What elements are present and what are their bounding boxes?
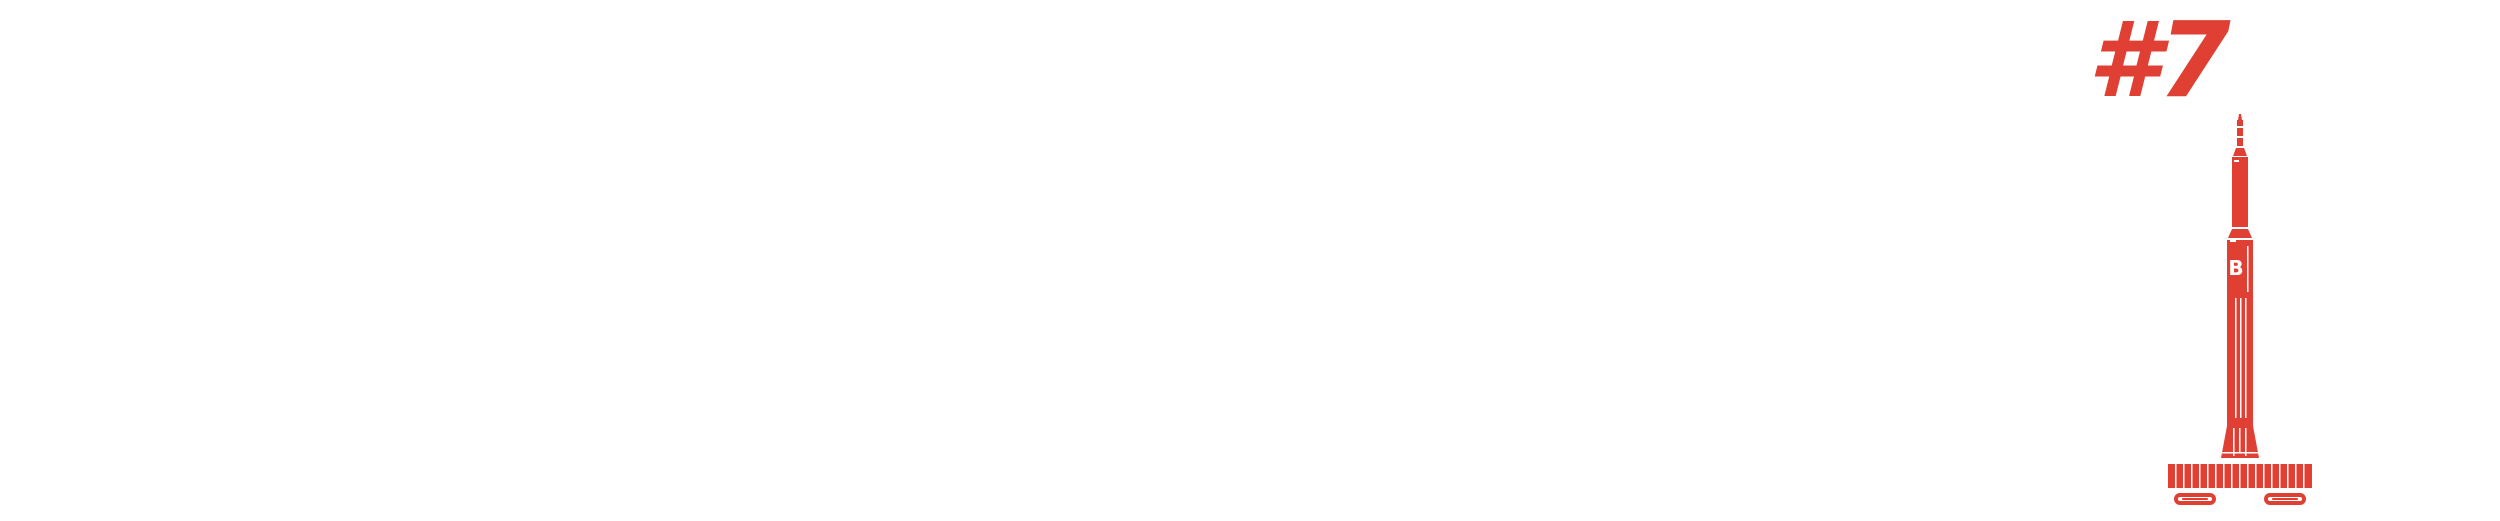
rocket-stage-letter: B [2228,256,2243,280]
rocket-icon: B [2168,114,2312,505]
rocket-nose-tip [2238,114,2242,120]
rocket-escape-tower [2237,120,2243,126]
rank-number: #7 [2088,0,2231,121]
crawler-treads [2174,493,2306,505]
rocket-capsule [2233,148,2247,156]
rocket-upper-stage [2232,157,2248,227]
launch-platform [2168,464,2312,488]
